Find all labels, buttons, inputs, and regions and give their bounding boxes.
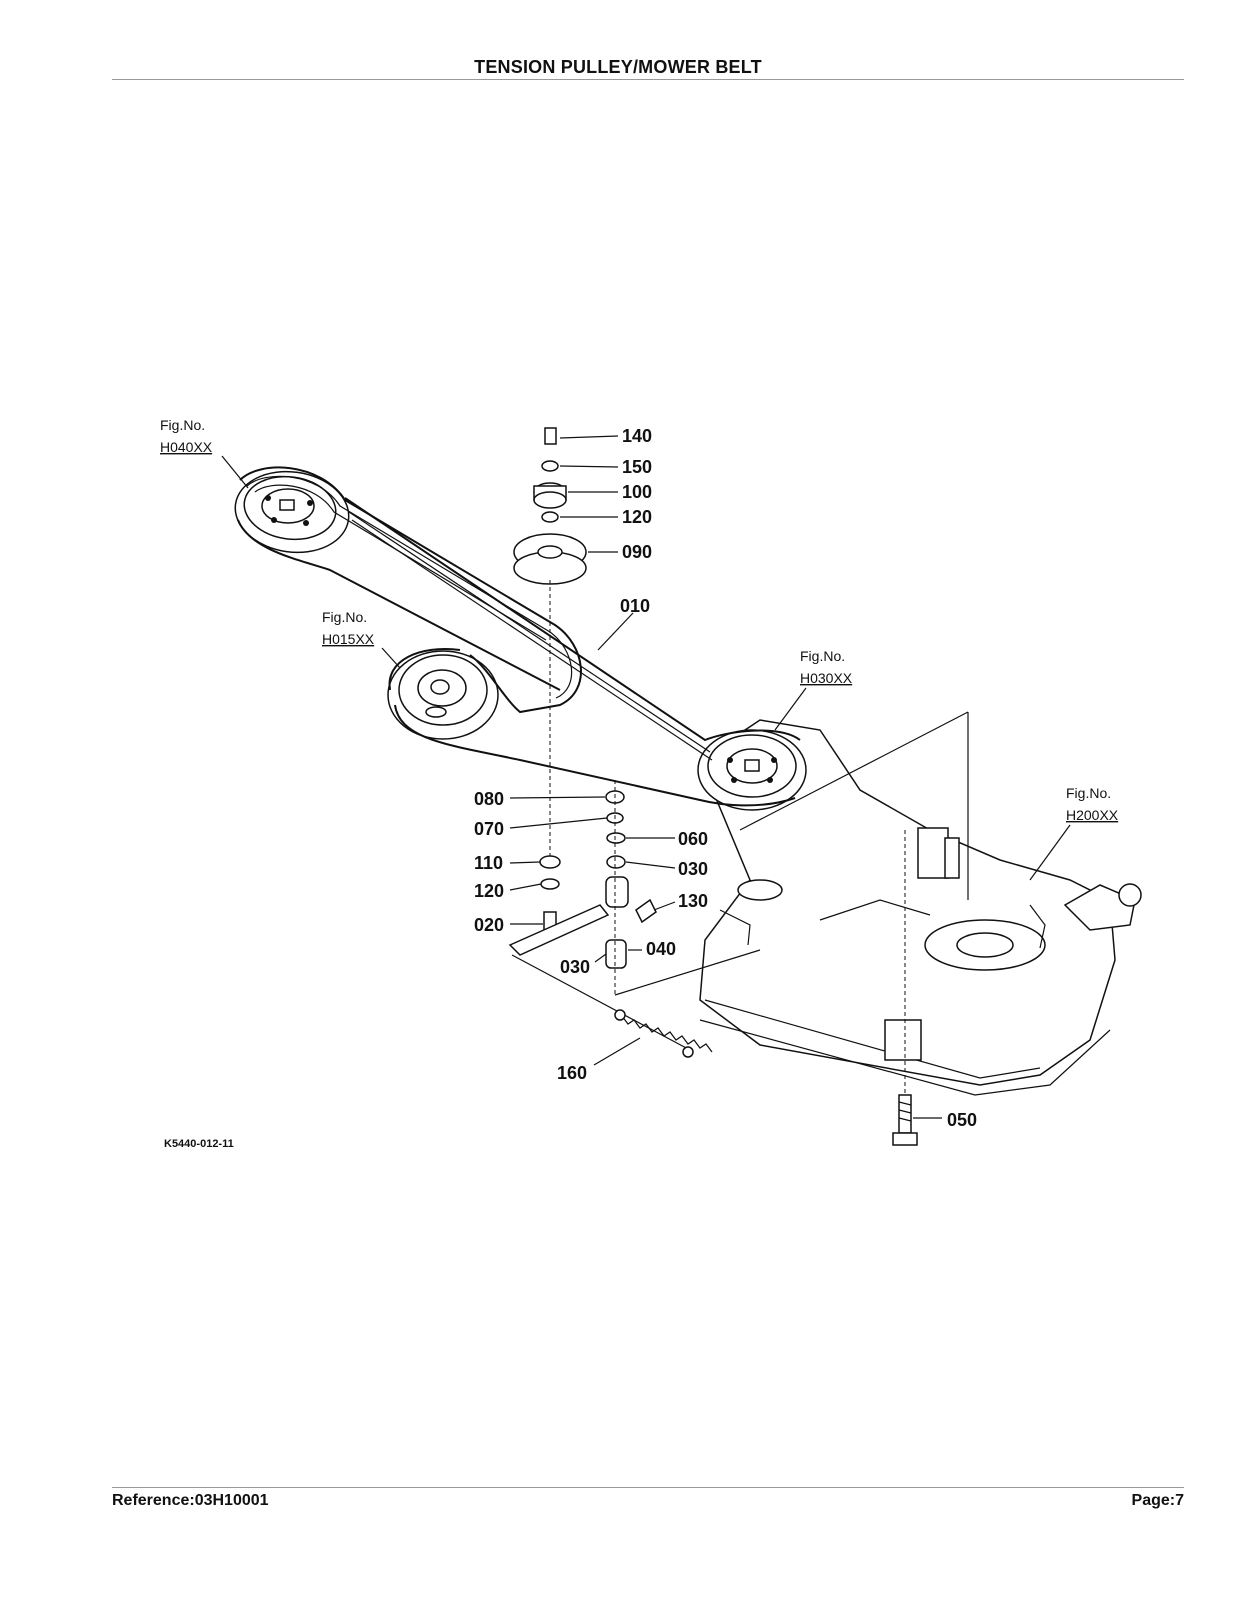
part-label-050: 050	[947, 1110, 977, 1130]
part-label-160: 160	[557, 1063, 587, 1083]
part-label-060: 060	[678, 829, 708, 849]
tension-pulley-stack	[513, 427, 587, 860]
part-label-130: 130	[678, 891, 708, 911]
bolt	[892, 1094, 918, 1146]
fig-ref-h015: Fig.No. H015XX	[322, 609, 375, 647]
part-label-100: 100	[622, 482, 652, 502]
fig-ref-h040-code: H040XX	[160, 439, 213, 455]
tension-arm-assembly	[508, 711, 969, 1120]
mower-belt	[237, 466, 801, 807]
leader-lines	[221, 435, 1071, 1119]
part-label-090: 090	[622, 542, 652, 562]
spring	[614, 1009, 713, 1058]
footer-divider	[112, 1487, 1184, 1488]
header-divider	[112, 79, 1184, 80]
part-labels: 140 150 100 120 090 010 080 070 060 110 …	[474, 426, 977, 1130]
part-label-110: 110	[474, 853, 503, 873]
pulley-h015	[387, 650, 499, 740]
page-title: TENSION PULLEY/MOWER BELT	[474, 57, 762, 77]
fig-ref-h200: Fig.No. H200XX	[1066, 785, 1119, 823]
part-label-120-lower: 120	[474, 881, 504, 901]
fig-ref-h200-prefix: Fig.No.	[1066, 785, 1111, 801]
reference-number: Reference:03H10001	[112, 1492, 269, 1509]
mower-deck	[699, 719, 1142, 1096]
fig-ref-h040: Fig.No. H040XX	[160, 417, 213, 455]
part-label-020: 020	[474, 915, 504, 935]
fig-ref-h040-prefix: Fig.No.	[160, 417, 205, 433]
part-label-030: 030	[678, 859, 708, 879]
part-label-010: 010	[620, 596, 650, 616]
pulley-h030	[697, 729, 807, 811]
page-number: Page:7	[1131, 1492, 1184, 1509]
part-label-150: 150	[622, 457, 652, 477]
part-label-140: 140	[622, 426, 652, 446]
part-label-070: 070	[474, 819, 504, 839]
part-label-120: 120	[622, 507, 652, 527]
part-label-030-lower: 030	[560, 957, 590, 977]
fig-ref-h030-code: H030XX	[800, 670, 853, 686]
fig-ref-h015-prefix: Fig.No.	[322, 609, 367, 625]
pulley-h040	[234, 470, 350, 554]
part-label-080: 080	[474, 789, 504, 809]
fig-ref-h030-prefix: Fig.No.	[800, 648, 845, 664]
drawing-code: K5440-012-11	[164, 1138, 234, 1150]
part-label-040: 040	[646, 939, 676, 959]
fig-ref-h030: Fig.No. H030XX	[800, 648, 853, 686]
fig-ref-h200-code: H200XX	[1066, 807, 1119, 823]
fig-ref-h015-code: H015XX	[322, 631, 375, 647]
